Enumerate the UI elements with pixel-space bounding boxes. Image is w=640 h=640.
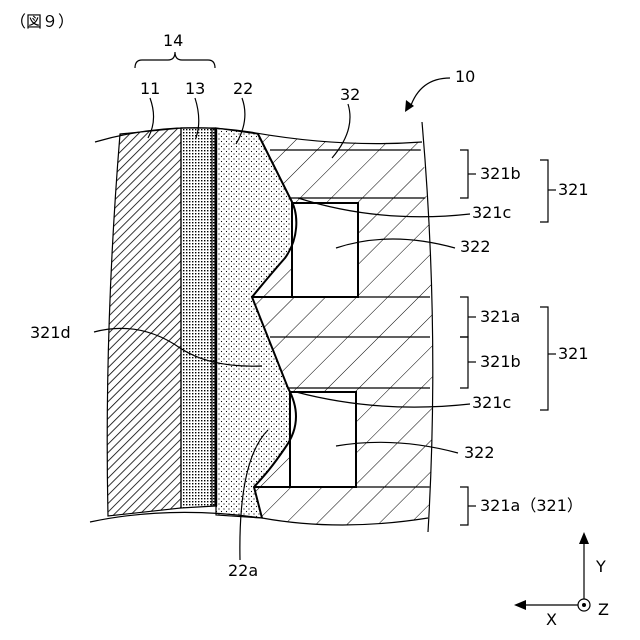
part-322-upper <box>292 203 358 297</box>
label-321c-1: 321c <box>472 203 511 222</box>
layer-13 <box>181 128 215 508</box>
axis-z-label: Z <box>598 600 609 619</box>
label-13: 13 <box>185 79 205 98</box>
label-321c-2: 321c <box>472 393 511 412</box>
axis-x-label: X <box>546 610 557 629</box>
label-321-1: 321 <box>558 180 589 199</box>
brace-14 <box>135 52 215 68</box>
bracket-321b-1 <box>460 150 468 198</box>
layer-11 <box>107 128 181 516</box>
arrow-10 <box>410 78 450 108</box>
bracket-321b-2 <box>460 337 468 388</box>
figure-label: （図９） <box>10 12 74 31</box>
label-321d: 321d <box>30 323 71 342</box>
label-321b-1: 321b <box>480 164 521 183</box>
label-321a-3: 321a（321） <box>480 496 583 515</box>
label-321a-1: 321a <box>480 307 520 326</box>
y-arrow-head <box>579 532 589 544</box>
label-22a: 22a <box>228 561 258 580</box>
label-32: 32 <box>340 85 360 104</box>
x-arrow-head <box>514 600 526 610</box>
label-321b-2: 321b <box>480 352 521 371</box>
bracket-321-2 <box>540 307 548 410</box>
axes-indicator: Y X Z <box>514 532 609 629</box>
bracket-321a-2 <box>460 487 468 525</box>
bracket-321a-1 <box>460 297 468 337</box>
label-322-1: 322 <box>460 237 491 256</box>
bracket-321-1 <box>540 160 548 222</box>
label-321-2: 321 <box>558 344 589 363</box>
label-14: 14 <box>163 31 183 50</box>
label-22: 22 <box>233 79 253 98</box>
label-10: 10 <box>455 67 475 86</box>
axis-y-label: Y <box>595 557 606 576</box>
label-11: 11 <box>140 79 160 98</box>
part-322-lower <box>290 392 356 487</box>
label-322-2: 322 <box>464 443 495 462</box>
